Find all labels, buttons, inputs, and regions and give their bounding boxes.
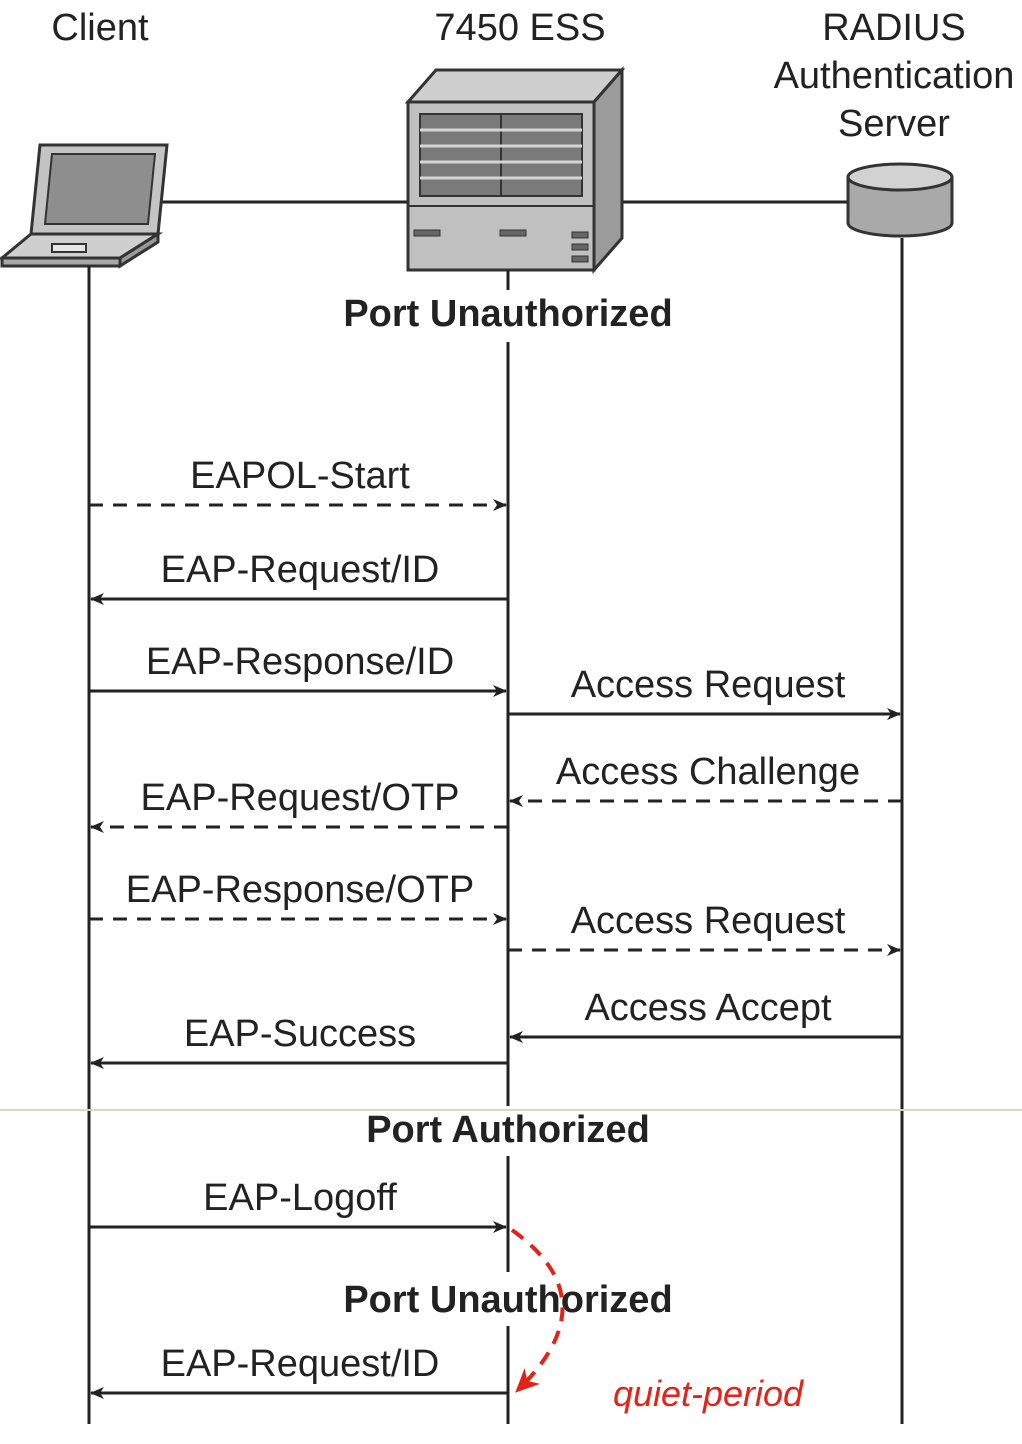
state-port-unauthorized: Port Unauthorized (343, 293, 672, 335)
laptop-icon (0, 143, 169, 269)
message-label: EAP-Request/ID (161, 549, 440, 591)
participant-server-label-line3: Server (838, 103, 950, 145)
message-label: EAP-Response/OTP (126, 869, 474, 911)
quiet-period-label: quiet-period (613, 1373, 804, 1414)
state-port-authorized: Port Authorized (366, 1109, 650, 1151)
database-server-icon (846, 162, 954, 238)
message-label: Access Accept (584, 987, 832, 1029)
message-label: EAP-Success (184, 1013, 416, 1055)
message-label: Access Request (571, 664, 846, 706)
quiet-period-arrow (510, 1228, 565, 1393)
message-label: EAP-Logoff (203, 1177, 397, 1219)
participant-server-label-line1: RADIUS (822, 7, 966, 49)
message-label: EAPOL-Start (190, 455, 410, 497)
participant-switch-label: 7450 ESS (434, 7, 605, 49)
message-label: Access Challenge (556, 751, 860, 793)
participant-client-label: Client (51, 7, 149, 49)
message-label: EAP-Request/ID (161, 1343, 440, 1385)
message-label: EAP-Request/OTP (141, 777, 460, 819)
message-label: EAP-Response/ID (146, 641, 454, 683)
state-port-unauthorized-after-logoff: Port Unauthorized (343, 1279, 672, 1321)
message-label: Access Request (571, 900, 846, 942)
participant-server-label-line2: Authentication (774, 55, 1015, 97)
network-switch-chassis-icon (404, 66, 626, 274)
